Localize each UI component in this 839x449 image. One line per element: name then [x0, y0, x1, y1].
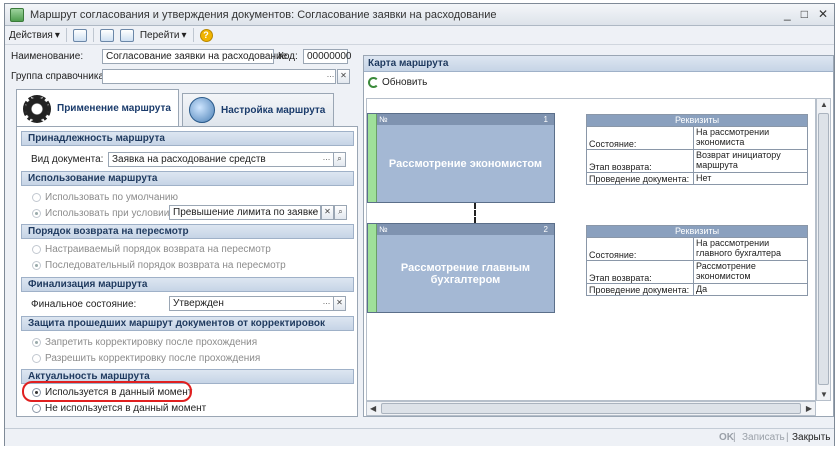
title-bar: Маршрут согласования и утверждения докум…: [5, 4, 834, 26]
final-state-input[interactable]: Утвержден: [169, 296, 334, 311]
radio-use-default[interactable]: Использовать по умолчанию: [32, 192, 178, 203]
toolbar: Действия▾ Перейти▾ ?: [5, 26, 834, 45]
doc-type-label: Вид документа:: [31, 154, 104, 165]
table-row: Проведение документа:Да: [587, 283, 807, 295]
actions-menu[interactable]: Действия▾: [9, 29, 60, 41]
clear-icon[interactable]: ✕: [337, 69, 350, 84]
table-row: Этап возврата:Возврат инициатору маршрут…: [587, 149, 807, 172]
route-map-title: Карта маршрута: [364, 56, 833, 72]
group-label: Группа справочника:: [11, 71, 107, 82]
table-row: Состояние:На рассмотрении экономиста: [587, 126, 807, 149]
chevron-down-icon: ▾: [54, 29, 60, 41]
close-button[interactable]: Закрыть: [792, 432, 831, 443]
globe-icon: [189, 97, 215, 123]
final-state-label: Финальное состояние:: [31, 299, 137, 310]
name-label: Наименование:: [11, 51, 84, 62]
app-icon: [10, 7, 24, 22]
goto-menu[interactable]: Перейти▾: [139, 29, 187, 41]
footer-separator: |: [733, 432, 736, 443]
radio-in-use[interactable]: Используется в данный момент: [32, 387, 192, 398]
clear-icon[interactable]: ✕: [333, 296, 346, 311]
chevron-down-icon: ▾: [181, 29, 187, 41]
refresh-icon: [368, 77, 379, 88]
help-icon[interactable]: ?: [199, 28, 213, 42]
horizontal-scrollbar[interactable]: ◀ ▶: [366, 401, 816, 416]
doc-type-input[interactable]: Заявка на расходование средств: [108, 152, 334, 167]
route-map-canvas[interactable]: № 1 Рассмотрение экономистом № 2 Рассмот…: [366, 98, 816, 401]
search-icon[interactable]: ⌕: [334, 205, 347, 220]
scroll-up-icon[interactable]: ▲: [820, 100, 828, 109]
name-input[interactable]: Согласование заявки на расходование: [102, 49, 287, 64]
radio-deny-correction[interactable]: Запретить корректировку после прохождени…: [32, 337, 257, 348]
select-button[interactable]: …: [310, 206, 319, 215]
toolbar-separator: [192, 28, 194, 42]
footer-bar: OK | Записать | Закрыть: [5, 428, 834, 446]
tab-route-application[interactable]: Применение маршрута: [16, 89, 179, 127]
scroll-thumb[interactable]: [818, 113, 829, 385]
stage-connector: [474, 203, 476, 223]
route-stage[interactable]: № 2 Рассмотрение главным бухгалтером: [367, 223, 555, 313]
search-icon[interactable]: ⌕: [333, 152, 346, 167]
scroll-left-icon[interactable]: ◀: [370, 404, 377, 413]
ok-button[interactable]: OK: [719, 432, 734, 443]
maximize-button[interactable]: □: [800, 7, 808, 21]
code-label: Код:: [278, 51, 298, 62]
condition-input[interactable]: Превышение лимита по заявке: [169, 205, 321, 220]
save-icon[interactable]: [72, 28, 87, 42]
document-icon[interactable]: [119, 28, 134, 42]
section-usage: Использование маршрута: [21, 171, 354, 186]
refresh-button[interactable]: Обновить: [368, 77, 427, 88]
radio-sequential-review[interactable]: Последовательный порядок возврата на пер…: [32, 260, 286, 271]
section-protection: Защита прошедших маршрут документов от к…: [21, 316, 354, 331]
close-window-button[interactable]: ✕: [817, 7, 828, 21]
requisites-table: Реквизиты Состояние:На рассмотрении экон…: [586, 114, 808, 185]
minimize-button[interactable]: _: [784, 7, 791, 21]
radio-allow-correction[interactable]: Разрешить корректировку после прохождени…: [32, 353, 260, 364]
highlight-annotation: [22, 381, 192, 402]
section-belonging: Принадлежность маршрута: [21, 131, 354, 146]
scroll-down-icon[interactable]: ▼: [820, 390, 828, 399]
route-map-panel: Карта маршрута Обновить № 1 Рассмотрение…: [363, 55, 834, 417]
select-button[interactable]: …: [322, 297, 331, 306]
table-row: Состояние:На рассмотрении главного бухга…: [587, 237, 807, 260]
save-button[interactable]: Записать: [742, 432, 785, 443]
window-title: Маршрут согласования и утверждения докум…: [30, 8, 497, 21]
main-window: Маршрут согласования и утверждения докум…: [4, 3, 835, 446]
route-stage[interactable]: № 1 Рассмотрение экономистом: [367, 113, 555, 203]
code-input[interactable]: 00000000: [303, 49, 352, 64]
table-row: Этап возврата:Рассмотрение экономистом: [587, 260, 807, 283]
clear-icon[interactable]: ✕: [321, 205, 334, 220]
radio-not-in-use[interactable]: Не используется в данный момент: [32, 403, 206, 414]
section-finalization: Финализация маршрута: [21, 277, 354, 292]
scroll-right-icon[interactable]: ▶: [805, 404, 812, 413]
tab-route-settings[interactable]: Настройка маршрута: [182, 93, 334, 126]
toolbar-separator: [92, 28, 94, 42]
toolbar-separator: [65, 28, 67, 42]
table-row: Проведение документа:Нет: [587, 172, 807, 184]
requisites-table: Реквизиты Состояние:На рассмотрении глав…: [586, 225, 808, 296]
radio-use-condition[interactable]: Использовать при условии: [32, 208, 169, 219]
footer-separator: |: [786, 432, 789, 443]
structure-icon[interactable]: [99, 28, 114, 42]
radio-custom-review[interactable]: Настраиваемый порядок возврата на пересм…: [32, 244, 271, 255]
section-review-order: Порядок возврата на пересмотр: [21, 224, 354, 239]
vertical-scrollbar[interactable]: ▲ ▼: [816, 98, 831, 401]
select-button[interactable]: …: [326, 70, 335, 79]
gear-icon: [23, 94, 51, 123]
group-input[interactable]: [102, 69, 336, 84]
scroll-thumb[interactable]: [381, 403, 801, 414]
select-button[interactable]: …: [322, 153, 331, 162]
